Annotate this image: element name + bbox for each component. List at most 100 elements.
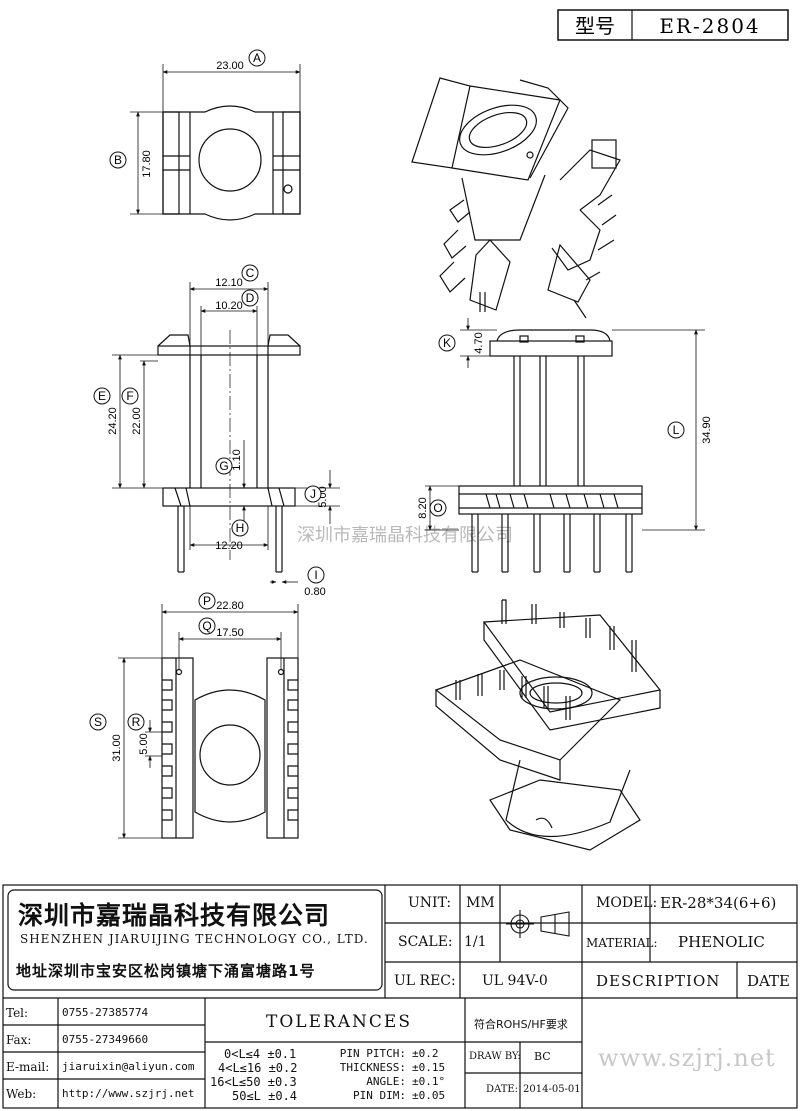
svg-text:P: P	[203, 594, 211, 608]
tolerance-length-3: 16<L≤50 ±0.3	[210, 1075, 297, 1089]
tel-value: 0755-27385774	[62, 1006, 149, 1019]
scale-label: SCALE:	[398, 934, 453, 950]
projection-symbol	[506, 910, 570, 938]
draw-by-value: BC	[534, 1050, 551, 1063]
company-name-cn: 深圳市嘉瑞晶科技有限公司	[18, 901, 331, 930]
svg-text:K: K	[443, 336, 451, 350]
front-view	[112, 282, 340, 584]
callout-E: E	[93, 387, 111, 405]
callout-O: O	[429, 499, 447, 517]
web-label: Web:	[6, 1087, 37, 1101]
tolerance-length-2: 4<L≤16 ±0.2	[218, 1061, 298, 1075]
svg-text:J: J	[310, 487, 316, 501]
svg-text:R: R	[132, 715, 141, 729]
svg-text:E: E	[98, 389, 106, 403]
thickness-label: THICKNESS:	[339, 1061, 406, 1074]
model-value: ER-28*34(6+6)	[660, 894, 777, 912]
email-value[interactable]: jiaruixin@aliyun.com	[62, 1060, 195, 1073]
dim-E: 24.20	[107, 407, 119, 435]
dim-O: 8.20	[417, 497, 429, 518]
dim-K: 4.70	[473, 332, 485, 353]
company-name-en: SHENZHEN JIARUIJING TECHNOLOGY CO., LTD.	[20, 932, 369, 946]
bottom-view	[118, 604, 299, 839]
company-address: 地址深圳市宝安区松岗镇塘下涌富塘路1号	[16, 962, 316, 980]
svg-text:B: B	[114, 153, 122, 167]
date-label: DATE:	[486, 1084, 519, 1095]
callout-I: I	[307, 566, 325, 584]
dim-R: 5.00	[138, 733, 150, 754]
email-label: E-mail:	[6, 1060, 50, 1074]
scale-value: 1/1	[464, 934, 487, 950]
dim-B: 17.80	[141, 150, 153, 178]
dim-F: 22.00	[131, 407, 143, 435]
svg-text:C: C	[246, 266, 255, 280]
svg-text:I: I	[314, 568, 317, 582]
model-label: MODEL:	[596, 895, 658, 911]
tolerances-header: TOLERANCES	[266, 1012, 412, 1032]
svg-text:D: D	[246, 291, 255, 305]
ul-value: UL 94V-0	[482, 973, 548, 989]
dim-D: 10.20	[215, 300, 243, 312]
unit-value: MM	[466, 895, 495, 911]
svg-text:F: F	[126, 389, 133, 403]
svg-text:H: H	[236, 521, 245, 535]
dim-Q: 17.50	[216, 627, 244, 639]
dim-L: 34.90	[701, 416, 713, 444]
callout-J: J	[304, 485, 322, 503]
draw-by-label: DRAW BY:	[469, 1051, 521, 1062]
rohs-note: 符合ROHS/HF要求	[474, 1018, 568, 1031]
isometric-view-top	[411, 77, 621, 319]
dim-S: 31.00	[111, 734, 123, 762]
callout-P: P	[198, 592, 216, 610]
callout-F: F	[121, 387, 139, 405]
web-value[interactable]: http://www.szjrj.net	[62, 1087, 195, 1100]
angle-value: ±0.1°	[412, 1075, 446, 1088]
dim-P: 22.80	[216, 600, 244, 612]
svg-text:A: A	[253, 51, 261, 65]
callout-C: C	[241, 264, 259, 282]
dim-C: 12.10	[215, 277, 243, 289]
callout-H: H	[231, 519, 249, 537]
svg-text:O: O	[433, 501, 442, 515]
callout-B: B	[109, 151, 127, 169]
fax-value: 0755-27349660	[62, 1033, 149, 1046]
model-header: 型号 ER-2804	[557, 9, 789, 41]
website-watermark: www.szjrj.net	[598, 1044, 776, 1072]
callout-A: A	[248, 49, 266, 67]
ul-label: UL REC:	[394, 973, 456, 989]
dim-G: 1.10	[231, 449, 243, 470]
svg-text:G: G	[219, 459, 228, 473]
date-value: 2014-05-01	[523, 1084, 581, 1095]
title-block-grid	[2, 884, 798, 1109]
side-view	[425, 318, 705, 573]
callout-R: R	[127, 713, 145, 731]
unit-label: UNIT:	[408, 895, 452, 911]
callout-S: S	[89, 713, 107, 731]
material-label: MATERIAL:	[586, 936, 658, 950]
tel-label: Tel:	[6, 1006, 29, 1020]
date-header: DATE	[747, 972, 790, 990]
svg-text:S: S	[94, 715, 102, 729]
type-label: 型号	[575, 14, 615, 38]
thickness-value: ±0.15	[412, 1061, 446, 1074]
angle-label: ANGLE:	[366, 1075, 406, 1088]
pin-pitch-value: ±0.2	[412, 1047, 439, 1060]
callout-Q: Q	[198, 617, 216, 635]
model-number: ER-2804	[659, 14, 760, 38]
top-view	[130, 64, 301, 221]
isometric-view-bottom	[434, 599, 662, 851]
description-header: DESCRIPTION	[596, 972, 721, 990]
material-value: PHENOLIC	[678, 933, 765, 951]
tolerance-length-1: 0<L≤4 ±0.1	[224, 1047, 297, 1061]
dim-H: 12.20	[215, 540, 243, 552]
svg-text:Q: Q	[202, 619, 211, 633]
svg-text:L: L	[673, 423, 680, 437]
callout-G: G	[215, 457, 233, 475]
pin-dim-label: PIN DIM:	[353, 1089, 406, 1102]
fax-label: Fax:	[6, 1033, 32, 1047]
dim-I: 0.80	[304, 586, 325, 598]
watermark: 深圳市嘉瑞晶科技有限公司	[297, 525, 513, 546]
callout-L: L	[667, 421, 685, 439]
tolerance-length-4: 50≤L ±0.4	[232, 1089, 298, 1103]
